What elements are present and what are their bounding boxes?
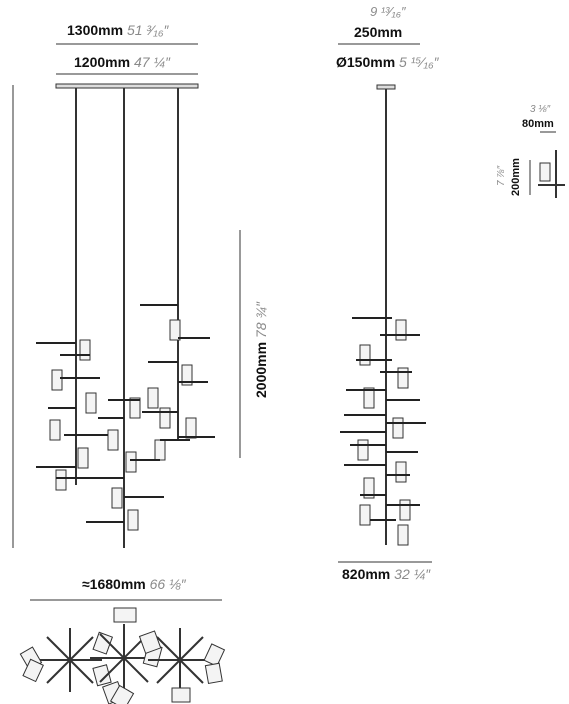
dim-label-depth: 820mm 32 ¼″ <box>342 566 430 582</box>
side-canopy-width-mm: 250mm <box>354 24 403 40</box>
canopy-diameter-inch: 5 ¹⁵⁄₁₆″ <box>399 54 439 70</box>
detail-width-mm: 80mm <box>522 118 554 130</box>
front-canopy <box>55 83 199 89</box>
depth-mm: 820mm <box>342 566 391 582</box>
side-canopy-width-inch: 9 ¹³⁄₁₆″ <box>370 4 406 19</box>
detail-height-inch: 7 ⅞″ <box>496 165 507 186</box>
top-view-stars <box>19 607 226 704</box>
rod-spacing-inch: 47 ¼″ <box>133 54 171 70</box>
top-width-mm: ≈1680mm <box>82 576 146 592</box>
height-mm: 2000mm <box>253 341 269 398</box>
canopy-width-mm: 1300mm <box>67 22 124 38</box>
canopy-width-inch: 51 ³⁄₁₆″ <box>126 22 169 38</box>
canopy-diameter-mm: Ø150mm <box>336 54 396 70</box>
detail-width-inch: 3 ⅛″ <box>530 104 551 115</box>
dim-label-top-width: ≈1680mm 66 ⅛″ <box>82 576 186 592</box>
top-width-inch: 66 ⅛″ <box>149 576 186 592</box>
detail-height-mm: 200mm <box>510 158 522 196</box>
front-arms <box>36 304 215 523</box>
dim-label-canopy-diameter: Ø150mm 5 ¹⁵⁄₁₆″ <box>336 54 439 70</box>
side-panels <box>357 319 411 546</box>
dim-label-height: 2000mm 78 ¾″ <box>253 302 269 398</box>
side-arms <box>340 317 426 521</box>
front-panels <box>49 319 197 531</box>
dim-label-canopy-width: 1300mm 51 ³⁄₁₆″ <box>67 22 168 38</box>
depth-inch: 32 ¼″ <box>394 566 431 582</box>
dim-label-rod-spacing: 1200mm 47 ¼″ <box>74 54 170 70</box>
height-inch: 78 ¾″ <box>253 301 269 339</box>
detail-panel <box>539 162 551 182</box>
side-canopy <box>376 84 396 90</box>
rod-spacing-mm: 1200mm <box>74 54 131 70</box>
